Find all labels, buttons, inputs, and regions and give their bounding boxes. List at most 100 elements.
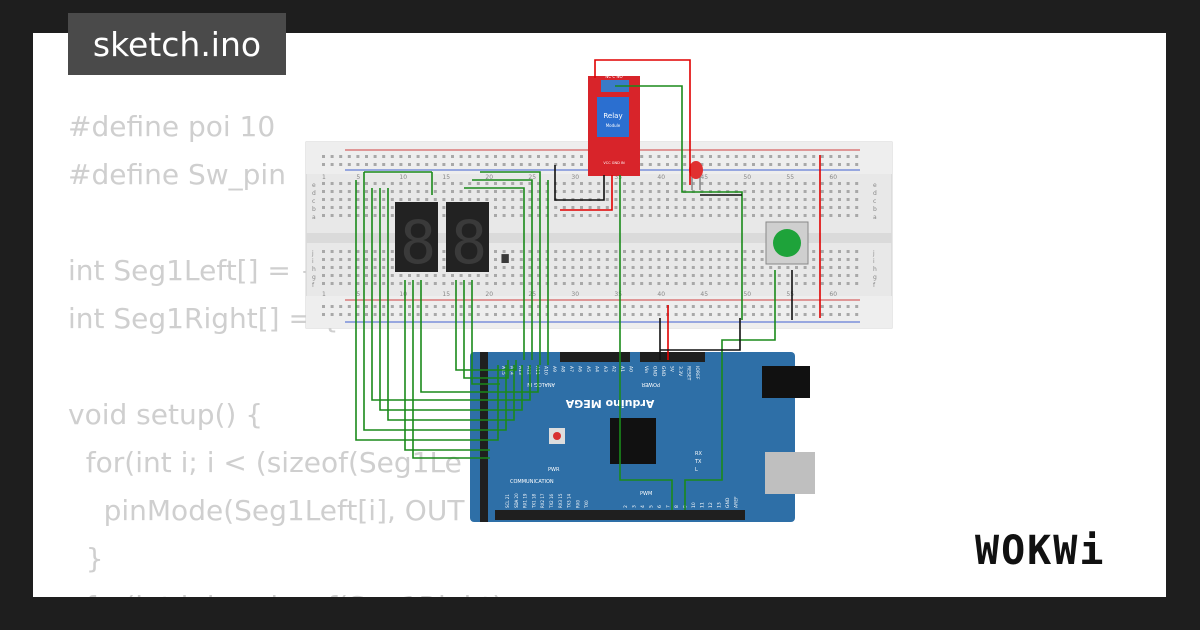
arduino-led-label: L [695,467,698,473]
arduino-pwm-pin: GND [725,497,731,508]
breadboard-row-letter: h [312,266,316,273]
arduino-comm-pin: RX2 17 [540,493,545,508]
arduino-pwm-pin: 4 [640,505,646,508]
code-line: pinMode(Seg1Left[i], OUT [68,494,465,527]
arduino-comm-pin: RX3 15 [558,493,563,508]
arduino-analog-pin: A8 [560,366,566,372]
arduino-pwm-pin: 12 [708,502,714,508]
red-led[interactable] [689,161,703,190]
breadboard-column-number: 15 [442,174,450,181]
breadboard-column-number: 50 [743,174,751,181]
arduino-pwm-pin: 10 [691,502,697,508]
arduino-power-pin: IOREF [694,366,700,380]
code-line: #define Sw_pin [68,158,286,191]
breadboard-row-letter: b [312,206,316,213]
arduino-name: Arduino MEGA [565,397,654,410]
relay-label: Relay [603,112,622,120]
arduino-comm-pin: SDA 20 [514,493,519,508]
breadboard-column-number: 5 [356,291,360,298]
arduino-section-pwm: PWM [640,491,652,497]
breadboard-row-letter: g [312,274,316,281]
arduino-pwm-pin: 5 [649,505,655,508]
breadboard-row-letter: e [312,182,316,189]
arduino-pwm-pin: 13 [717,502,723,508]
arduino-pwm-pin: AREF [734,496,740,508]
arduino-pwm-pin: 3 [632,505,638,508]
breadboard-column-number: 60 [829,174,837,181]
code-line: int Seg1Right[] = { [68,302,339,335]
code-line: } [68,542,104,575]
breadboard-column-number: 10 [399,174,407,181]
arduino-pwr-label: PWR [548,467,560,473]
breadboard-column-number: 35 [614,291,622,298]
breadboard-column-number: 1 [322,291,326,298]
relay-pins-top: NC C NO [605,74,622,79]
arduino-pwm-pin: 2 [623,505,629,508]
breadboard-row-letter: a [873,214,877,221]
breadboard-column-number: 40 [657,174,665,181]
breadboard-row-letter: g [873,274,877,281]
arduino-analog-pin: A9 [551,366,557,372]
arduino-analog-pin: A2 [611,366,617,372]
arduino-power-pin: 5V [669,366,675,373]
wokwi-logo: WOKWi [975,528,1106,574]
arduino-power-pin: 3.3V [677,366,683,377]
relay-module[interactable]: Relay Module NC C NO VCC GND IN [588,74,640,176]
arduino-section-power: POWER [641,381,660,387]
arduino-analog-pin: A1 [619,366,625,372]
arduino-analog-pin: A13 [517,366,523,375]
arduino-analog-pin: A10 [543,366,549,375]
seven-segment-right-digit: 8. [451,208,523,278]
breadboard-column-number: 50 [743,291,751,298]
breadboard-column-number: 10 [399,291,407,298]
arduino-power-pin: RESET [686,366,692,381]
breadboard-row-letter: i [873,258,875,265]
arduino-section-comm: COMMUNICATION [510,479,554,485]
breadboard-column-number: 35 [614,174,622,181]
breadboard-row-letter: j [872,250,875,257]
breadboard-column-number: 20 [485,291,493,298]
code-line: int Seg1Left[] = { [68,254,318,287]
breadboard-column-number: 40 [657,291,665,298]
breadboard-column-number: 20 [485,174,493,181]
arduino-comm-pin: TX2 16 [549,493,554,509]
breadboard-column-number: 55 [786,174,794,181]
pushbutton[interactable] [765,221,809,265]
seven-segment-right[interactable]: 8. [446,202,523,278]
breadboard-row-letter: f [312,282,315,289]
arduino-power-pin: Vin [643,366,649,373]
breadboard-row-letter: f [873,282,876,289]
breadboard-row-letter: c [873,198,876,205]
relay-sublabel: Module [606,123,621,128]
breadboard-column-number: 15 [442,291,450,298]
breadboard-row-letter: d [312,190,316,197]
arduino-pwm-pin: 6 [657,505,663,508]
file-tab[interactable]: sketch.ino [68,13,286,75]
arduino-analog-pin: A3 [602,366,608,372]
arduino-analog-pin: A0 [628,366,634,372]
arduino-comm-pin: TX1 18 [531,493,536,509]
breadboard-row-letter: j [311,250,314,257]
arduino-analog-pin: A7 [568,366,574,372]
breadboard-row-letter: d [873,190,877,197]
wires [355,59,821,510]
breadboard-column-number: 25 [528,174,536,181]
arduino-comm-pin: TX0 [584,500,589,509]
breadboard-column-number: 1 [322,174,326,181]
arduino-power-pin: GND [660,366,666,377]
arduino-comm-pin: RX1 19 [523,493,528,508]
arduino-analog-pin: A4 [594,366,600,372]
arduino-analog-pin: A6 [577,366,583,372]
breadboard-row-letter: a [312,214,316,221]
breadboard-column-number: 45 [700,291,708,298]
arduino-analog-pin: A12 [526,366,532,375]
code-line: for(int i; i < (sizeof(Seg1Le [68,446,462,479]
code-line: #define poi 10 [68,110,276,143]
breadboard-row-letter: h [873,266,877,273]
breadboard-row-letter: c [312,198,315,205]
arduino-led-label: RX [695,451,702,457]
breadboard-row-letter: i [312,258,314,265]
code-line: for(int i; i < sizeof(Seg1Right) [68,583,503,597]
breadboard-column-number: 55 [786,291,794,298]
